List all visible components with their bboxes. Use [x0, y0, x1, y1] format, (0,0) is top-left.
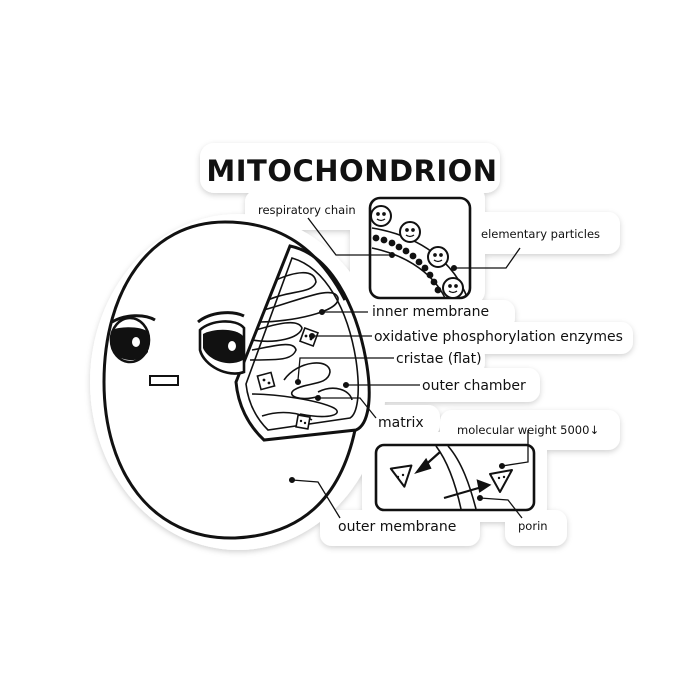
respiratory-chain-inset — [368, 196, 472, 300]
porin-arrow-icon — [414, 451, 492, 500]
label-respiratory-chain: respiratory chain — [258, 203, 356, 217]
label-outer-chamber: outer chamber — [422, 378, 526, 394]
label-oxidative-enzymes: oxidative phosphorylation enzymes — [374, 329, 623, 345]
mitochondrion-body — [102, 220, 371, 540]
sticker-backing — [90, 143, 633, 550]
label-elementary-particles: elementary particles — [481, 227, 600, 241]
elementary-particle-face-icon — [376, 212, 458, 294]
label-matrix: matrix — [378, 415, 424, 431]
label-outer-membrane: outer membrane — [338, 519, 456, 535]
label-inner-membrane: inner membrane — [372, 304, 489, 320]
label-molecular-weight: molecular weight 5000↓ — [457, 423, 599, 437]
enzyme-particles — [256, 327, 319, 430]
label-cristae: cristae (flat) — [396, 351, 482, 367]
mitochondrion-face-icon — [109, 311, 246, 386]
page-title: MITOCHONDRION — [206, 154, 497, 188]
porin-inset — [374, 443, 536, 512]
leader-lines — [288, 217, 529, 519]
label-porin: porin — [518, 519, 548, 533]
